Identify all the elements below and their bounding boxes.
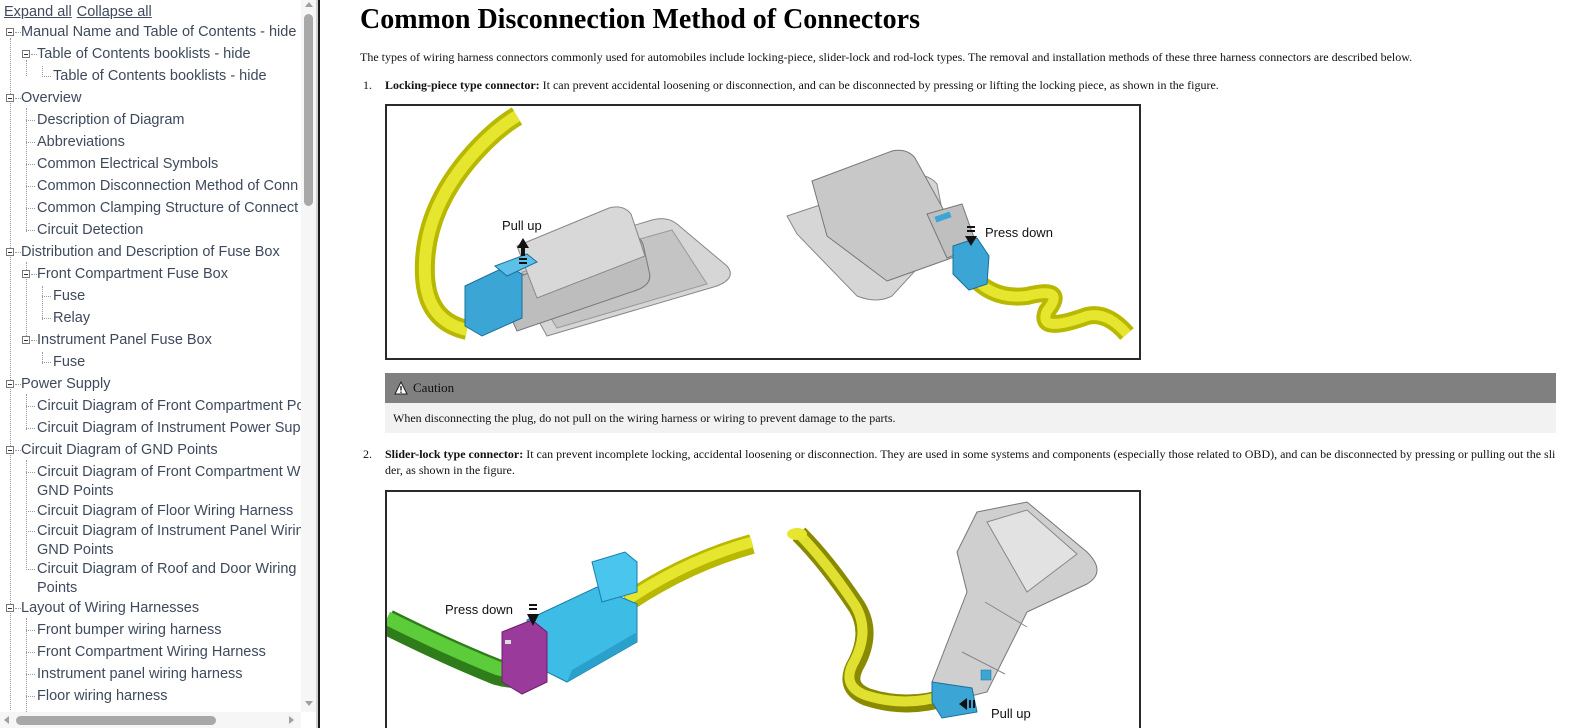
document-content: Common Disconnection Method of Connector… (322, 0, 1569, 728)
tree-guide-line (42, 66, 43, 77)
toc-tree: Expand all Collapse all Manual Name and … (0, 0, 301, 712)
scroll-right-arrow-icon[interactable] (289, 716, 294, 724)
tree-controls: Expand all Collapse all (4, 1, 153, 23)
tree-guide-line (26, 618, 27, 712)
tree-guide-line (42, 286, 43, 320)
page-title: Common Disconnection Method of Connector… (360, 4, 920, 35)
step-1-term: Locking-piece type connector: (385, 78, 540, 92)
blue-connector-right (952, 237, 990, 291)
blue-connector-body (526, 551, 638, 683)
step-2-term: Slider-lock type connector: (385, 447, 524, 461)
expand-all-link[interactable]: Expand all (4, 4, 72, 20)
step-number: 2. (363, 447, 372, 461)
caution-header: Caution (385, 373, 1556, 403)
intro-paragraph: The types of wiring harness connectors c… (360, 50, 1413, 64)
caution-body: When disconnecting the plug, do not pull… (385, 403, 1556, 433)
tree-guide-line (26, 394, 27, 430)
slider-lock-connector-illustration: Press down Pull up (387, 501, 1098, 721)
collapse-icon[interactable] (6, 446, 14, 454)
locking-piece-connector-illustration: Pull up Press down (414, 107, 1134, 341)
collapse-icon[interactable] (6, 94, 14, 102)
connector-housing-right (786, 149, 978, 301)
tree-guide-line (26, 262, 27, 342)
figure-slider-lock-connector: Press down Pull up (385, 490, 1141, 728)
step-1-description: It can prevent accidental loosening or d… (539, 78, 1219, 92)
nav-vertical-scrollbar[interactable] (301, 0, 316, 712)
scroll-left-arrow-icon[interactable] (4, 716, 9, 724)
nav-horizontal-scrollbar[interactable] (0, 712, 301, 728)
tree-guide-line (42, 352, 43, 364)
figure-label-pull-up: Pull up (502, 218, 542, 233)
caution-title: Caution (413, 380, 455, 395)
collapse-icon[interactable] (6, 380, 14, 388)
toc-navigation-pane: Expand all Collapse all Manual Name and … (0, 0, 318, 728)
yellow-wire-highlight (418, 110, 521, 336)
collapse-icon[interactable] (22, 50, 30, 58)
wire-end (787, 528, 807, 540)
pane-splitter[interactable] (316, 0, 320, 728)
step-number: 1. (363, 78, 372, 92)
scroll-down-arrow-icon[interactable] (305, 701, 313, 706)
step-1-text: Locking-piece type connector: It can pre… (385, 77, 1219, 93)
scrollbar-thumb[interactable] (16, 716, 216, 725)
yellow-wire-highlight (793, 528, 947, 707)
pull-up-arrow-icon (959, 698, 975, 710)
figure-label-press-down: Press down (985, 225, 1053, 240)
caution-text: When disconnecting the plug, do not pull… (393, 411, 896, 425)
tree-guide-line (10, 38, 11, 710)
connector-housing-left (496, 206, 731, 337)
figure-label-press-down: Press down (445, 602, 513, 617)
collapse-all-link[interactable]: Collapse all (76, 4, 152, 20)
figure-locking-piece-connector: Pull up Press down (385, 104, 1141, 360)
collapse-icon[interactable] (6, 28, 14, 36)
figure-label-pull-up: Pull up (991, 706, 1031, 721)
press-down-arrow-icon (965, 226, 977, 246)
tree-guide-line (26, 108, 27, 232)
press-down-arrow-icon (527, 604, 539, 626)
pull-up-arrow-icon (517, 238, 529, 264)
scrollbar-thumb[interactable] (304, 14, 313, 206)
step-2-description: It can prevent incomplete locking, accid… (523, 447, 1556, 461)
purple-connector-lock (501, 619, 548, 695)
step-2-text: Slider-lock type connector: It can preve… (385, 446, 1555, 462)
rod-connector-housing (931, 501, 1098, 703)
collapse-icon[interactable] (22, 270, 30, 278)
collapse-icon[interactable] (22, 336, 30, 344)
tree-guide-line (26, 460, 27, 570)
yellow-wire-highlight (623, 536, 754, 605)
collapse-icon[interactable] (6, 604, 14, 612)
step-2-text-line2: der, as shown in the figure. (385, 463, 515, 477)
tree-guide-line (26, 60, 27, 76)
collapse-icon[interactable] (6, 248, 14, 256)
scroll-up-arrow-icon[interactable] (305, 2, 313, 7)
yellow-wire-highlight (960, 263, 1131, 338)
warning-triangle-icon (394, 373, 408, 403)
